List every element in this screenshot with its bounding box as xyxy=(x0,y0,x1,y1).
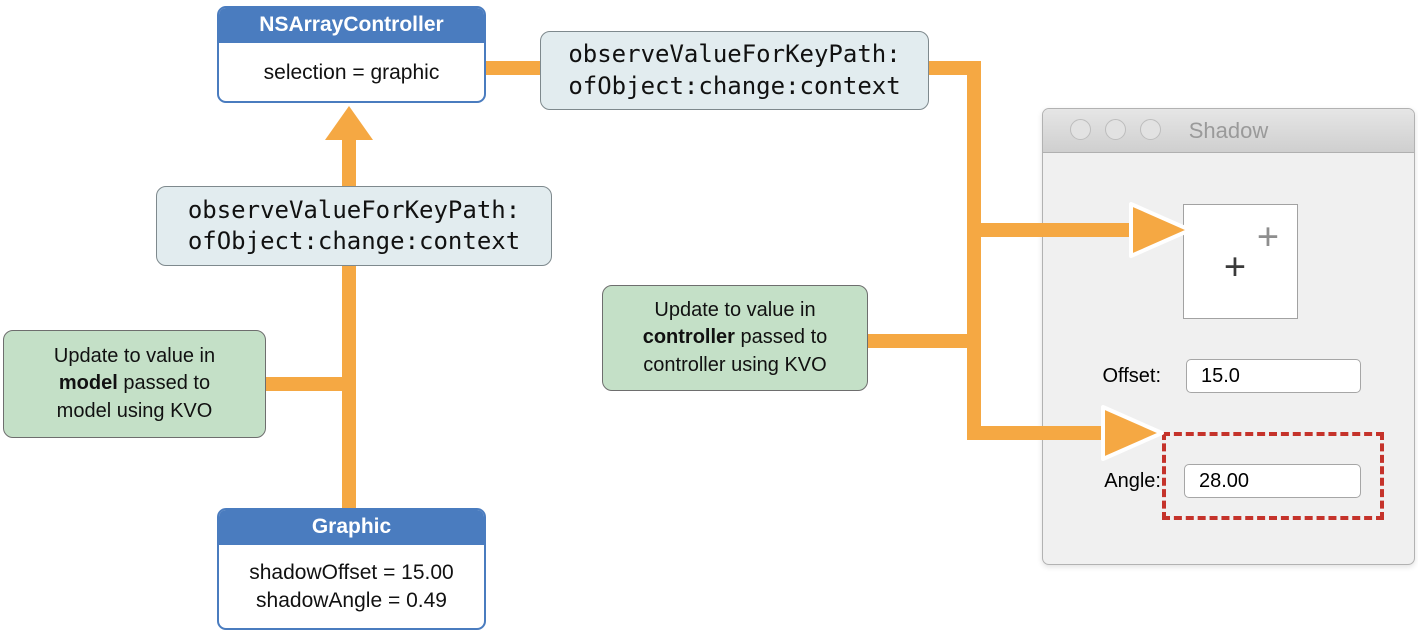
kvo-method-box-model: observeValueForKeyPath: ofObject:change:… xyxy=(156,186,552,266)
nsarraycontroller-title: NSArrayController xyxy=(219,8,484,45)
kvo-method-line1: observeValueForKeyPath: xyxy=(187,195,521,224)
window-titlebar[interactable]: Shadow xyxy=(1043,109,1414,153)
graphic-box: Graphic shadowOffset = 15.00 shadowAngle… xyxy=(217,508,486,630)
kvo-method-line2: ofObject:change:context xyxy=(568,71,901,100)
kvo-method-line2: ofObject:change:context xyxy=(187,227,521,255)
shadow-inspector-window: Shadow + + Offset: Angle: xyxy=(1042,108,1415,565)
arrowhead-up-icon xyxy=(325,106,373,140)
note-line2-rest: passed to xyxy=(117,372,211,395)
note-bold-word: model xyxy=(58,372,118,395)
shadow-preview-well[interactable] xyxy=(1183,204,1298,319)
shadow-cross-icon: + xyxy=(1256,216,1280,259)
note-line1: Update to value in xyxy=(53,344,216,367)
note-line3: model using KVO xyxy=(56,399,213,422)
note-line3: controller using KVO xyxy=(643,353,827,376)
zoom-button[interactable] xyxy=(1140,119,1161,140)
angle-highlight-box xyxy=(1162,432,1384,520)
angle-label: Angle: xyxy=(1104,470,1161,492)
kvo-method-box-controller: observeValueForKeyPath: ofObject:change:… xyxy=(540,31,929,110)
minimize-button[interactable] xyxy=(1105,119,1126,140)
model-update-note: Update to value in model passed to model… xyxy=(3,330,266,438)
offset-label: Offset: xyxy=(1102,365,1161,387)
note-line2: controller passed to xyxy=(643,324,828,352)
note-line2-rest: passed to xyxy=(734,326,828,349)
controller-update-note: Update to value in controller passed to … xyxy=(602,285,868,391)
origin-cross-icon: + xyxy=(1223,246,1247,289)
selection-value: selection = graphic xyxy=(263,61,440,85)
window-title: Shadow xyxy=(1188,118,1269,143)
offset-input[interactable] xyxy=(1186,359,1361,393)
shadow-angle-line: shadowAngle = 0.49 xyxy=(256,589,447,612)
kvo-method-line1: observeValueForKeyPath: xyxy=(568,40,901,69)
nsarraycontroller-box: NSArrayController selection = graphic xyxy=(217,6,486,103)
note-line1: Update to value in xyxy=(654,298,816,321)
angle-input[interactable] xyxy=(1184,464,1361,498)
note-line2: model passed to xyxy=(59,370,210,398)
shadow-offset-line: shadowOffset = 15.00 xyxy=(249,561,454,585)
graphic-title: Graphic xyxy=(219,510,484,547)
note-bold-word: controller xyxy=(642,326,735,349)
